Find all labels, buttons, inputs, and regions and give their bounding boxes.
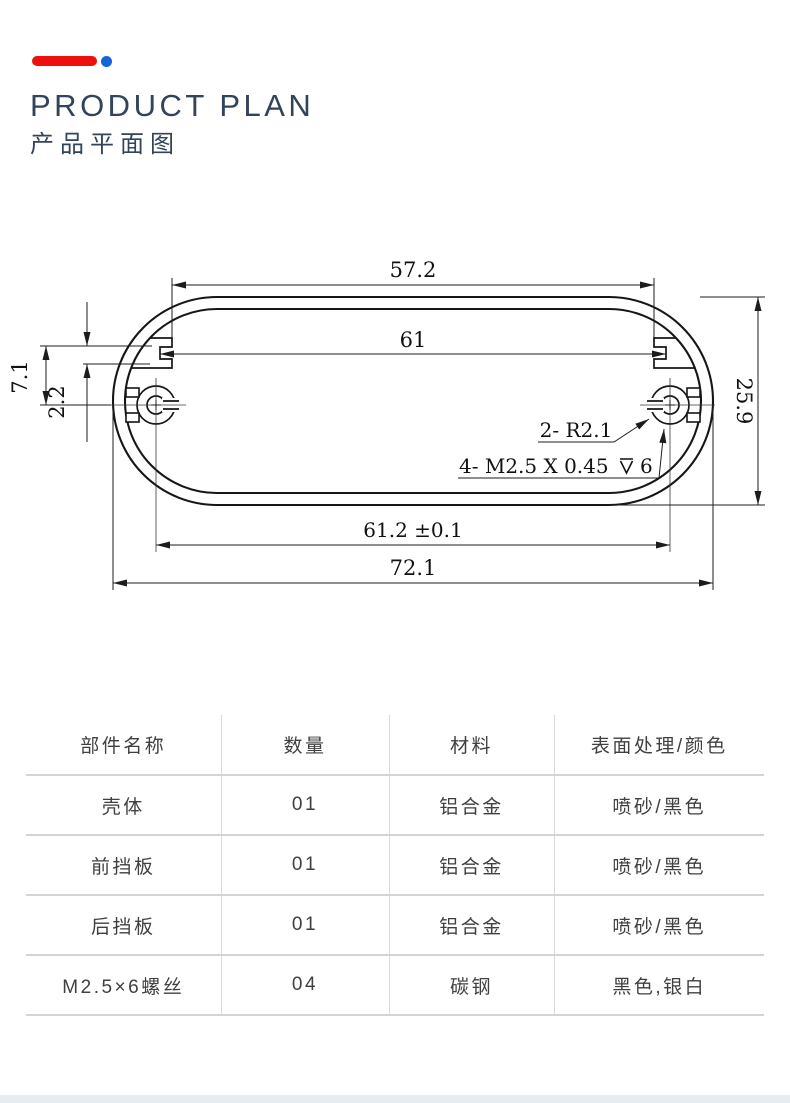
dim-hole-spacing: 61.2 ±0.1 [156,518,670,549]
note-thread-spec: 4- M2.5 X 0.45 6 [458,428,667,479]
screw-boss-right [640,378,715,552]
blue-dot-decoration [101,56,112,67]
note-corner-radius: 2- R2.1 [538,418,650,443]
table-cell: 碳钢 [389,955,555,1016]
table-cell: 铝合金 [389,835,555,896]
table-cell: M2.5×6螺丝 [26,955,222,1016]
table-row: M2.5×6螺丝 04 碳钢 黑色,银白 [26,955,764,1016]
table-cell: 04 [221,955,390,1016]
column-header-qty: 数量 [221,715,390,776]
dim-height: 25.9 [612,296,765,506]
table-row: 前挡板 01 铝合金 喷砂/黑色 [26,835,764,896]
table-cell: 前挡板 [26,835,222,896]
table-cell: 铝合金 [389,775,555,836]
note-corner-radius-label: 2- R2.1 [540,418,613,442]
table-cell: 后挡板 [26,895,222,956]
parts-table: 部件名称 数量 材料 表面处理/颜色 壳体 01 铝合金 喷砂/黑色 前挡板 0… [26,715,764,1016]
column-header-finish: 表面处理/颜色 [554,715,764,776]
dim-top-width-label: 57.2 [390,258,437,282]
dim-hole-spacing-label: 61.2 ±0.1 [363,518,462,542]
table-cell: 喷砂/黑色 [554,895,764,956]
dim-total-width: 72.1 [112,408,714,590]
dim-top-width: 57.2 [171,258,655,338]
table-cell: 黑色,银白 [554,955,764,1016]
depth-symbol-icon [619,458,634,475]
dim-rib-thickness-label: 2.2 [45,385,69,418]
table-row: 后挡板 01 铝合金 喷砂/黑色 [26,895,764,956]
note-thread-depth-label: 6 [640,454,653,478]
table-cell: 壳体 [26,775,222,836]
table-cell: 喷砂/黑色 [554,775,764,836]
note-thread-spec-label: 4- M2.5 X 0.45 [459,454,609,478]
page-subtitle: 产品平面图 [30,131,180,158]
dim-rib-thickness: 2.2 [45,302,150,442]
column-header-material: 材料 [389,715,555,776]
page-title: PRODUCT PLAN [30,88,315,123]
table-cell: 喷砂/黑色 [554,835,764,896]
table-cell: 01 [221,775,390,836]
footer-strip [0,1095,790,1103]
table-row: 壳体 01 铝合金 喷砂/黑色 [26,775,764,836]
red-dash-decoration [32,56,97,66]
dim-rib-offset-label: 7.1 [8,360,32,393]
dim-rib-offset: 7.1 [8,345,152,406]
enclosure-profile [112,295,714,507]
table-header-row: 部件名称 数量 材料 表面处理/颜色 [26,715,764,776]
column-header-part: 部件名称 [26,715,222,776]
dim-slot-width: 61 [160,328,666,358]
table-cell: 01 [221,895,390,956]
dim-height-label: 25.9 [732,378,756,425]
dim-total-width-label: 72.1 [390,556,437,580]
table-cell: 铝合金 [389,895,555,956]
dim-slot-width-label: 61 [400,328,427,352]
table-cell: 01 [221,835,390,896]
screw-boss-left [111,378,186,552]
